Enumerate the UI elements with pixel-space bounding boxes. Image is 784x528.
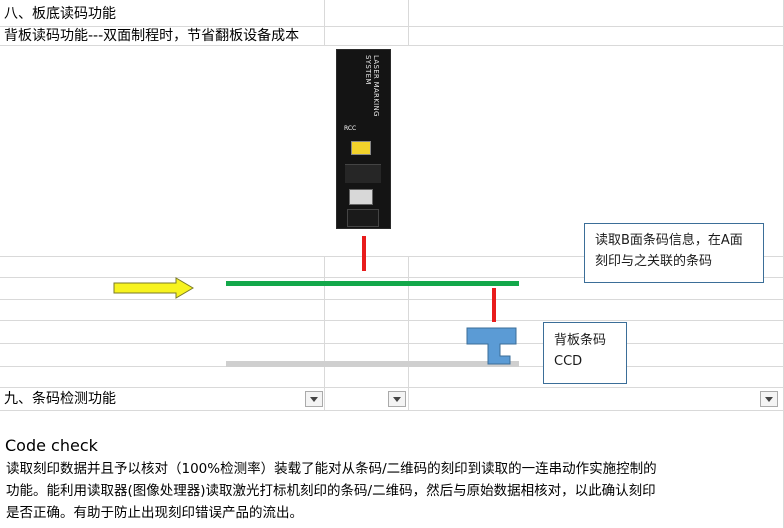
- grid-row-line: [0, 299, 784, 300]
- callout-ccd[interactable]: 背板条码CCD: [543, 322, 627, 384]
- ccd-camera-icon[interactable]: [466, 327, 518, 365]
- code-check-paragraph[interactable]: 读取刻印数据并且予以核对（100%检测率）装载了能对从条码/二维码的刻印到读取的…: [6, 458, 780, 524]
- callout-read-b-side[interactable]: 读取B面条码信息，在A面刻印与之关联的条码: [584, 223, 764, 283]
- grid-col-line: [408, 256, 409, 410]
- section8-title[interactable]: 八、板底读码功能: [4, 6, 116, 22]
- code-check-line: 读取刻印数据并且予以核对（100%检测率）装载了能对从条码/二维码的刻印到读取的…: [6, 461, 657, 477]
- pcb-board-green[interactable]: [226, 281, 519, 286]
- section9-title[interactable]: 九、条码检测功能: [4, 391, 116, 407]
- grid-row-line: [0, 26, 784, 27]
- grid-col-line: [324, 256, 325, 410]
- filter-dropdown-button[interactable]: [760, 391, 778, 407]
- laser-marking-machine-image[interactable]: LASER MARKING SYSTEM RCC: [336, 49, 391, 229]
- code-check-line: 是否正确。有助于防止出现刻印错误产品的流出。: [6, 505, 303, 521]
- machine-lens-housing: [345, 164, 381, 183]
- machine-side-label: LASER MARKING SYSTEM: [364, 55, 380, 117]
- laser-beam-bottom[interactable]: [492, 288, 496, 322]
- grid-row-line: [0, 256, 784, 257]
- code-check-heading[interactable]: Code check: [5, 436, 98, 455]
- grid-col-line: [324, 0, 325, 46]
- machine-foot: [347, 209, 379, 227]
- feed-direction-arrow-icon[interactable]: [113, 277, 195, 299]
- grid-row-line: [0, 320, 784, 321]
- machine-logo: RCC: [344, 125, 357, 132]
- grid-row-line: [0, 410, 784, 411]
- warning-label-icon: [351, 141, 371, 155]
- grid-row-line: [0, 343, 784, 344]
- code-check-line: 功能。能利用读取器(图像处理器)读取激光打标机刻印的条码/二维码，然后与原始数据…: [6, 483, 656, 499]
- grid-row-line: [0, 387, 784, 388]
- filter-dropdown-button[interactable]: [388, 391, 406, 407]
- grid-row-line: [0, 45, 784, 46]
- laser-beam-top[interactable]: [362, 236, 366, 271]
- grid-col-line: [408, 0, 409, 46]
- section8-subtitle[interactable]: 背板读码功能---双面制程时，节省翻板设备成本: [4, 28, 300, 44]
- caution-label-icon: [349, 189, 373, 205]
- grid-row-line: [0, 277, 784, 278]
- filter-dropdown-button[interactable]: [305, 391, 323, 407]
- conveyor-rail-gray[interactable]: [226, 361, 519, 367]
